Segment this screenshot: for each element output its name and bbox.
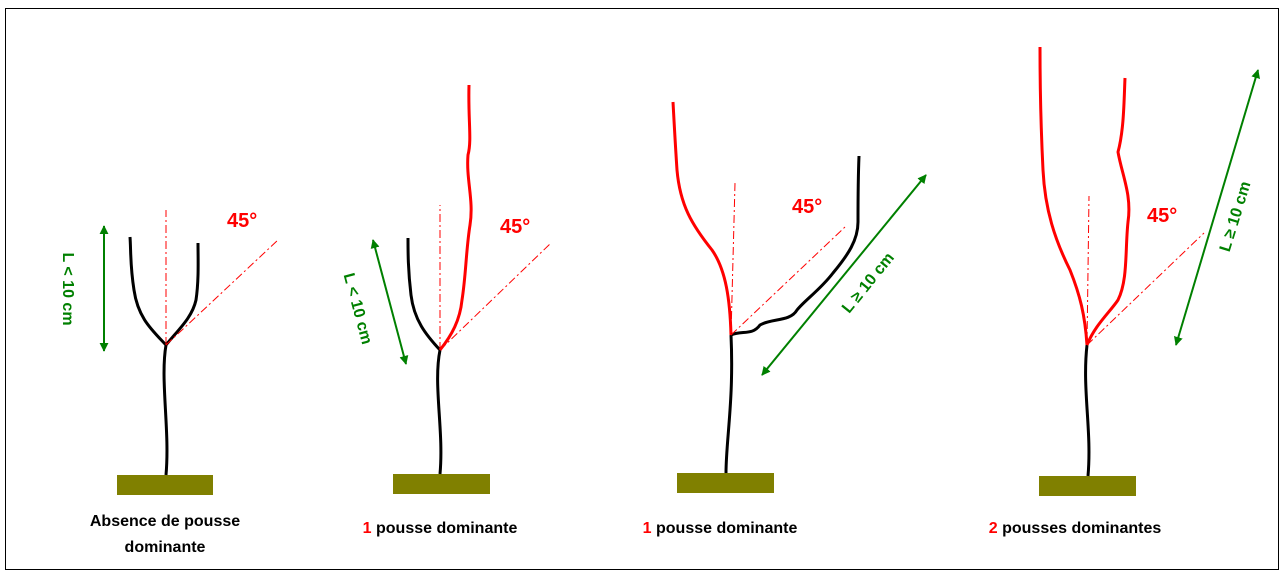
trunk — [1084, 344, 1091, 477]
dominant-count: 1 — [643, 520, 652, 537]
caption: 2 pousses dominantes — [989, 520, 1162, 537]
caption-text: pousse dominante — [652, 520, 798, 537]
left-shoot — [128, 236, 168, 347]
ground-block — [393, 474, 490, 494]
dominant-count: 1 — [363, 520, 372, 537]
dominant-shoot — [671, 101, 733, 336]
length-arrow — [1174, 69, 1260, 346]
trunk — [724, 334, 734, 474]
panel-1: 45° L < 10 cm Absence de pousse dominant… — [59, 210, 279, 556]
vertical-reference-line — [1086, 195, 1090, 346]
trunk — [436, 349, 443, 475]
angle-reference-line — [1086, 232, 1205, 346]
caption-line-2: dominante — [125, 539, 206, 556]
ground-block — [1039, 476, 1136, 496]
left-shoot — [406, 237, 442, 352]
dominant-shoot-left — [1038, 46, 1089, 346]
vertical-reference-line — [730, 182, 736, 336]
panel-2: 45° L < 10 cm 1 pousse dominante — [340, 84, 552, 537]
length-arrow — [370, 239, 409, 365]
panel-3: 45° L ≥ 10 cm 1 pousse dominante — [643, 101, 927, 537]
caption-text: pousses dominantes — [998, 520, 1162, 537]
caption-line-1: Absence de pousse — [90, 513, 240, 530]
lateral-shoot — [730, 155, 861, 337]
angle-reference-line — [165, 239, 279, 346]
length-label: L < 10 cm — [340, 271, 375, 346]
trunk — [162, 344, 169, 476]
caption: 1 pousse dominante — [643, 520, 798, 537]
length-label: L < 10 cm — [59, 252, 76, 325]
ground-block — [117, 475, 213, 495]
ground-block — [677, 473, 774, 493]
angle-reference-line — [439, 242, 552, 351]
length-label: L ≥ 10 cm — [839, 250, 898, 317]
angle-label: 45° — [792, 196, 822, 218]
angle-label: 45° — [1147, 205, 1177, 227]
panel-4: 45° L ≥ 10 cm 2 pousses dominantes — [989, 46, 1260, 537]
dominant-shoot — [438, 84, 473, 351]
dominant-count: 2 — [989, 520, 998, 537]
right-shoot — [164, 242, 200, 346]
dominant-shoot-right — [1085, 77, 1131, 346]
length-arrow — [761, 174, 927, 376]
caption-text: pousse dominante — [372, 520, 518, 537]
caption: 1 pousse dominante — [363, 520, 518, 537]
angle-label: 45° — [227, 210, 257, 232]
angle-label: 45° — [500, 216, 530, 238]
